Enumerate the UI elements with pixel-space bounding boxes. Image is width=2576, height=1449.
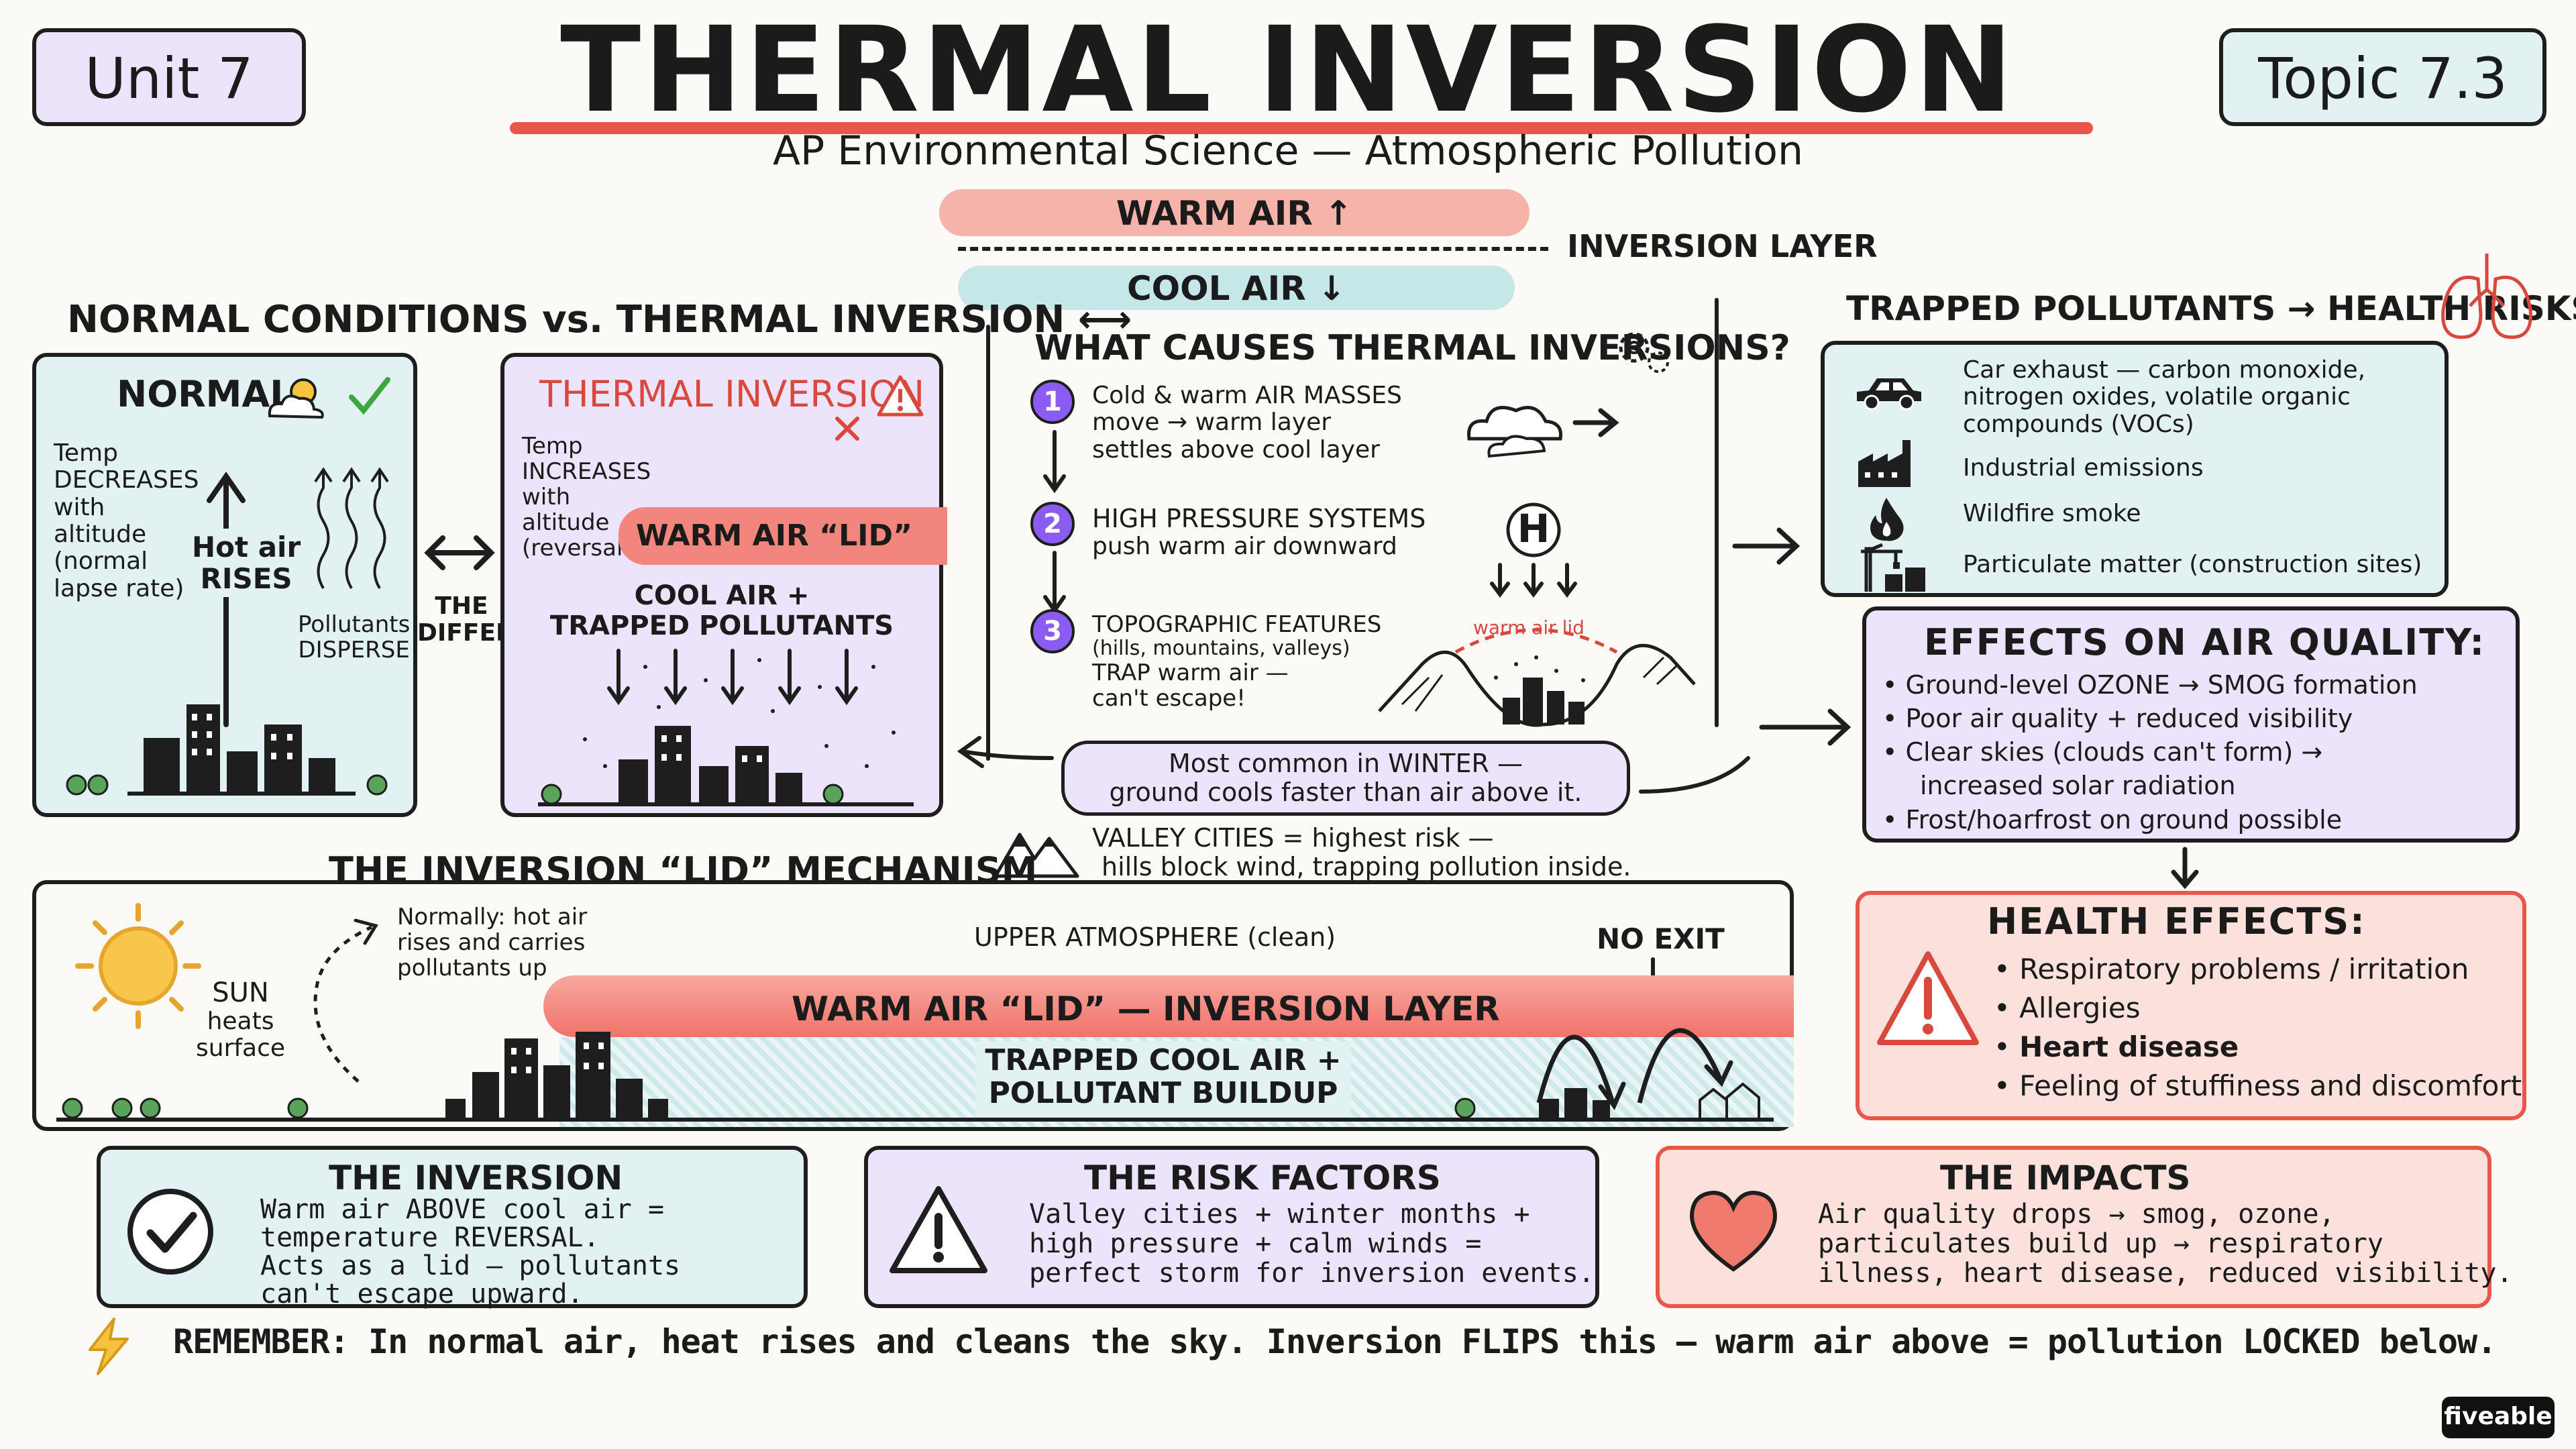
winter-callout: Most common in WINTER —ground cools fast… — [1061, 741, 1630, 816]
summary-card-risk: THE RISK FACTORS Valley cities + winter … — [864, 1146, 1599, 1308]
summary-text-risk: Valley cities + winter months +high pres… — [1029, 1199, 1595, 1289]
high-pressure-label: H — [1517, 506, 1550, 551]
summary-card-inversion: THE INVERSION Warm air ABOVE cool air =t… — [97, 1146, 808, 1308]
summary-text-impacts: Air quality drops → smog, ozone,particul… — [1818, 1199, 2513, 1289]
cool-air-band — [958, 266, 1515, 310]
normal-title: NORMAL — [117, 373, 293, 415]
causes-heading: WHAT CAUSES THERMAL INVERSIONS? — [1034, 328, 1790, 368]
mechanism-lid-band — [543, 975, 1794, 1037]
valley-lid-label: warm air lid — [1473, 616, 1585, 639]
inversion-layer-label: INVERSION LAYER — [1567, 228, 1878, 264]
winter-text: Most common in WINTER —ground cools fast… — [1109, 749, 1582, 807]
topic-label: Topic 7.3 — [2258, 46, 2508, 111]
valley-cities-text: VALLEY CITIES = highest risk —hills bloc… — [1092, 823, 1631, 881]
health-item: • Respiratory problems / irritation — [1994, 953, 2469, 985]
remember-banner: REMEMBER: In normal air, heat rises and … — [173, 1322, 2497, 1361]
air-quality-item: • Frost/hoarfrost on ground possible — [1882, 804, 2343, 835]
pollutant-industrial-text: Industrial emissions — [1963, 454, 2204, 482]
upper-atmosphere-label: UPPER ATMOSPHERE (clean) — [974, 922, 1336, 952]
unit-label: Unit 7 — [85, 46, 254, 111]
brand-label: fiveable — [2444, 1403, 2553, 1430]
inversion-panel-title: THERMAL INVERSION — [539, 373, 925, 415]
summary-card-impacts: THE IMPACTS Air quality drops → smog, oz… — [1656, 1146, 2513, 1308]
inversion-lid-band — [619, 507, 947, 565]
comparison-heading: NORMAL CONDITIONS vs. THERMAL INVERSION … — [67, 298, 1132, 341]
air-quality-item: increased solar radiation — [1920, 771, 2236, 801]
title-underline — [510, 122, 2093, 134]
topic-badge: Topic 7.3 — [2219, 28, 2546, 126]
inversion-trapped-label: COOL AIR +TRAPPED POLLUTANTS — [549, 580, 894, 641]
mechanism-lid-label: WARM AIR “LID” — INVERSION LAYER — [792, 989, 1500, 1028]
cause-number-2: 2 — [1030, 502, 1075, 546]
difference-label: THEDIFFERENCE — [417, 592, 586, 647]
brand-badge: fiveable — [2442, 1397, 2555, 1438]
summary-title-impacts: THE IMPACTS — [1940, 1159, 2191, 1197]
health-item: • Heart disease — [1994, 1030, 2239, 1063]
no-exit-label: NO EXIT — [1597, 922, 1725, 955]
cause-number-3: 3 — [1030, 609, 1075, 653]
air-quality-item: • Poor air quality + reduced visibility — [1882, 704, 2353, 734]
health-panel: HEALTH EFFECTS: • Respiratory problems /… — [1856, 891, 2526, 1120]
mechanism-trapped-label: TRAPPED COOL AIR +POLLUTANT BUILDUP — [985, 1043, 1342, 1111]
health-heading: HEALTH EFFECTS: — [1987, 900, 2366, 943]
unit-badge: Unit 7 — [32, 28, 306, 126]
cause-number-1: 1 — [1030, 380, 1075, 424]
inversion-lid-label: WARM AIR “LID” — [636, 519, 912, 553]
page-subtitle: AP Environmental Science — Atmospheric P… — [772, 127, 1804, 174]
health-item: • Allergies — [1994, 991, 2141, 1024]
page-title: THERMAL INVERSION — [560, 1, 2016, 139]
pollutant-wildfire-text: Wildfire smoke — [1963, 500, 2141, 527]
air-quality-heading: EFFECTS ON AIR QUALITY: — [1924, 621, 2486, 663]
health-list: • Respiratory problems / irritation • Al… — [1994, 950, 2522, 1106]
summary-text-inversion: Warm air ABOVE cool air =temperature REV… — [260, 1194, 681, 1309]
health-item: • Feeling of stuffiness and discomfort — [1994, 1069, 2522, 1102]
cool-air-label: COOL AIR ↓ — [1126, 269, 1346, 308]
summary-title-inversion: THE INVERSION — [329, 1159, 623, 1197]
causes-left-bracket — [986, 325, 990, 761]
air-quality-item: • Clear skies (clouds can't form) → — [1882, 737, 2323, 767]
pollutant-car-text: Car exhaust — carbon monoxide,nitrogen o… — [1963, 356, 2366, 438]
warm-air-band — [939, 189, 1529, 236]
pollutant-particulate-text: Particulate matter (construction sites) — [1963, 551, 2422, 578]
summary-title-risk: THE RISK FACTORS — [1084, 1159, 1441, 1197]
inversion-dashed-line — [958, 247, 1548, 251]
pollutants-panel: Car exhaust — carbon monoxide,nitrogen o… — [1821, 341, 2449, 597]
pollutants-heading: TRAPPED POLLUTANTS → HEALTH RISKS — [1846, 289, 2576, 328]
air-quality-item: • Ground-level OZONE → SMOG formation — [1882, 670, 2418, 700]
air-quality-list: • Ground-level OZONE → SMOG formation • … — [1882, 668, 2418, 837]
air-quality-panel: EFFECTS ON AIR QUALITY: • Ground-level O… — [1862, 606, 2520, 843]
trapped-label-bg — [975, 1041, 1351, 1122]
warm-air-label: WARM AIR ↑ — [1116, 194, 1353, 233]
cause-text-3: TOPOGRAPHIC FEATURES(hills, mountains, v… — [1092, 611, 1382, 712]
causes-right-bracket — [1715, 298, 1719, 727]
